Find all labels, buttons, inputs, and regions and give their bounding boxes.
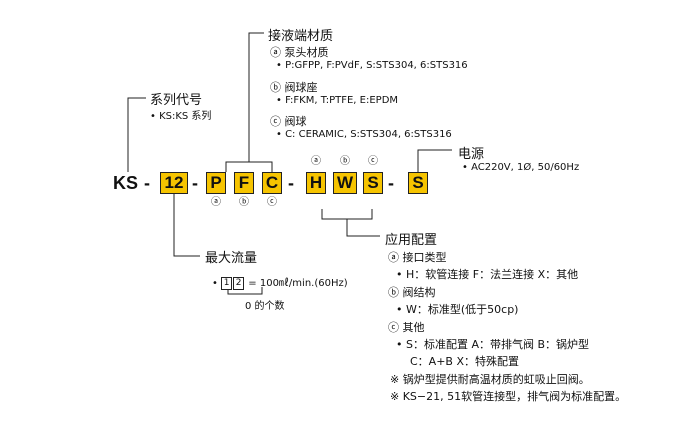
wetted-bracket — [225, 161, 273, 172]
power-code-box: S — [408, 172, 428, 194]
app-b-title: ⓑ 阀结构 — [388, 286, 436, 299]
wetted-title: 接液端材质 — [268, 29, 334, 44]
app-connector — [346, 219, 380, 237]
flow-connector — [173, 194, 200, 257]
series-connector — [127, 97, 146, 172]
wetted-a-item: • P:GFPP, F:PVdF, S:STS304, 6:STS316 — [276, 60, 468, 71]
valve-seat-code-box: F — [234, 172, 254, 194]
flow-bullet: • — [212, 278, 218, 289]
mark-a-top: ⓐ — [311, 156, 321, 167]
code-prefix: KS — [113, 173, 139, 193]
wetted-b-item: • F:FKM, T:PTFE, E:EPDM — [276, 95, 399, 106]
mark-c-bottom: ⓒ — [267, 197, 277, 208]
app-c-item1: • S：标准配置 A：带排气阀 B：锅炉型 — [396, 338, 590, 351]
code-dash: - — [144, 173, 150, 193]
flow-title: 最大流量 — [205, 251, 258, 266]
mark-a-bottom: ⓐ — [211, 197, 221, 208]
app-note-1: ※ 锅炉型提供耐高温材质的虹吸止回阀。 — [390, 373, 590, 386]
flow-note: 0 的个数 — [245, 301, 285, 312]
wetted-c-item: • C: CERAMIC, S:STS304, 6:STS316 — [276, 129, 452, 140]
series-item: • KS:KS 系列 — [150, 111, 212, 122]
app-a-item: • H：软管连接 F：法兰连接 X：其他 — [396, 268, 579, 281]
app-c-title: ⓒ 其他 — [388, 321, 425, 334]
app-c-item2: C：A+B X：特殊配置 — [410, 355, 520, 368]
app-a-title: ⓐ 接口类型 — [388, 251, 447, 264]
power-connector — [417, 149, 452, 172]
valve-ball-code-box: C — [262, 172, 282, 194]
mark-b-bottom: ⓑ — [239, 197, 249, 208]
connection-code-box: H — [306, 172, 326, 194]
code-dash: - — [288, 173, 294, 193]
mark-b-top: ⓑ — [340, 156, 350, 167]
mark-c-top: ⓒ — [368, 156, 378, 167]
app-title: 应用配置 — [385, 233, 438, 248]
other-code-box: S — [363, 172, 383, 194]
wetted-c-title: ⓒ 阀球 — [270, 115, 307, 128]
app-b-item: • W：标准型(低于50cp) — [396, 303, 519, 316]
flow-digit-bracket — [227, 287, 263, 295]
power-item: • AC220V, 1Ø, 50/60Hz — [462, 162, 580, 173]
wetted-connector — [248, 32, 264, 162]
flow-formula: = 100㎖/min.(60Hz) — [248, 278, 348, 289]
flow-code-box: 12 — [160, 172, 188, 194]
flow-zero-box: 2 — [233, 276, 245, 290]
power-title: 电源 — [458, 147, 485, 162]
code-dash: - — [192, 173, 198, 193]
flow-digit-box: 1 — [221, 276, 233, 290]
app-bracket — [321, 209, 373, 220]
wetted-b-title: ⓑ 阀球座 — [270, 81, 318, 94]
code-dash: - — [388, 173, 394, 193]
series-title: 系列代号 — [150, 93, 203, 108]
app-note-2: ※ KS−21, 51软管连接型，排气阀为标准配置。 — [390, 390, 627, 403]
valve-structure-code-box: W — [333, 172, 357, 194]
pump-head-code-box: P — [206, 172, 226, 194]
wetted-a-title: ⓐ 泵头材质 — [270, 46, 329, 59]
